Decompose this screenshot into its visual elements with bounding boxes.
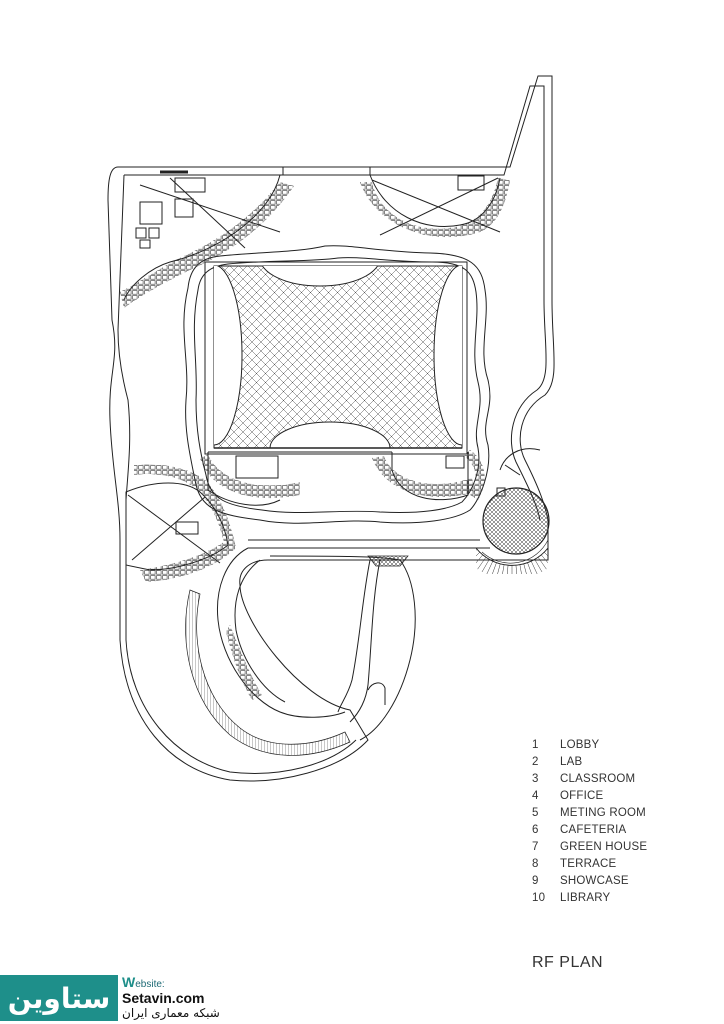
legend-number: 5: [532, 807, 539, 819]
atrium-grid: [213, 265, 463, 449]
ramp-stripes-top: [367, 555, 409, 567]
seating-top-left: [120, 182, 294, 308]
legend-item: 3 CLASSROOM: [532, 773, 647, 790]
legend-label: GREEN HOUSE: [560, 841, 648, 853]
legend-item: 9 SHOWCASE: [532, 875, 647, 892]
seating-left-mid: [134, 464, 236, 582]
seating-courtyard-right: [372, 456, 475, 497]
seating-courtyard-left: [200, 455, 300, 499]
legend-label: LOBBY: [560, 739, 600, 751]
seating-courtyard-edge: [464, 450, 485, 500]
watermark: ستاوین Website: Setavin.com شبکه معماری …: [0, 972, 235, 1024]
watermark-logo: ستاوین: [0, 975, 118, 1021]
seating-top-right: [360, 178, 510, 238]
watermark-url[interactable]: Setavin.com: [122, 990, 205, 1006]
watermark-website-rest: ebsite:: [135, 979, 165, 990]
watermark-website-initial: W: [122, 974, 136, 990]
watermark-tagline: شبکه معماری ایران: [122, 1006, 220, 1020]
legend-number: 7: [532, 841, 539, 853]
ramp-stripes-left: [185, 589, 351, 756]
legend-number: 10: [532, 892, 546, 904]
legend-item: 8 TERRACE: [532, 858, 647, 875]
legend-number: 4: [532, 790, 539, 802]
legend-label: CAFETERIA: [560, 824, 627, 836]
legend-label: SHOWCASE: [560, 875, 629, 887]
legend-number: 9: [532, 875, 539, 887]
legend-number: 8: [532, 858, 539, 870]
legend-label: CLASSROOM: [560, 773, 636, 785]
legend-item: 6 CAFETERIA: [532, 824, 647, 841]
legend-item: 5 METING ROOM: [532, 807, 647, 824]
legend-number: 3: [532, 773, 539, 785]
legend-label: LAB: [560, 756, 583, 768]
legend-label: TERRACE: [560, 858, 617, 870]
atrium-frame: [204, 261, 468, 455]
watermark-website-label: Website:: [122, 974, 165, 990]
plan-title: RF PLAN: [532, 954, 604, 971]
legend-label: LIBRARY: [560, 892, 611, 904]
legend-label: METING ROOM: [560, 807, 646, 819]
legend-number: 6: [532, 824, 539, 836]
building-outline-inner: [124, 85, 547, 521]
legend-number: 1: [532, 739, 539, 751]
courtyard-wall-inner: [193, 257, 481, 513]
legend-item: 4 OFFICE: [532, 790, 647, 807]
building-outline-outer: [107, 75, 555, 782]
legend-item: 2 LAB: [532, 756, 647, 773]
dome-grid: [482, 487, 550, 555]
legend-item: 1 LOBBY: [532, 739, 647, 756]
legend-item: 7 GREEN HOUSE: [532, 841, 647, 858]
seating-lower: [226, 625, 262, 700]
legend-item: 10 LIBRARY: [532, 892, 647, 909]
legend-label: OFFICE: [560, 790, 604, 802]
legend-number: 2: [532, 756, 539, 768]
room-legend: 1 LOBBY 2 LAB 3 CLASSROOM 4 OFFICE 5 METING ROOM 6…: [532, 739, 647, 909]
